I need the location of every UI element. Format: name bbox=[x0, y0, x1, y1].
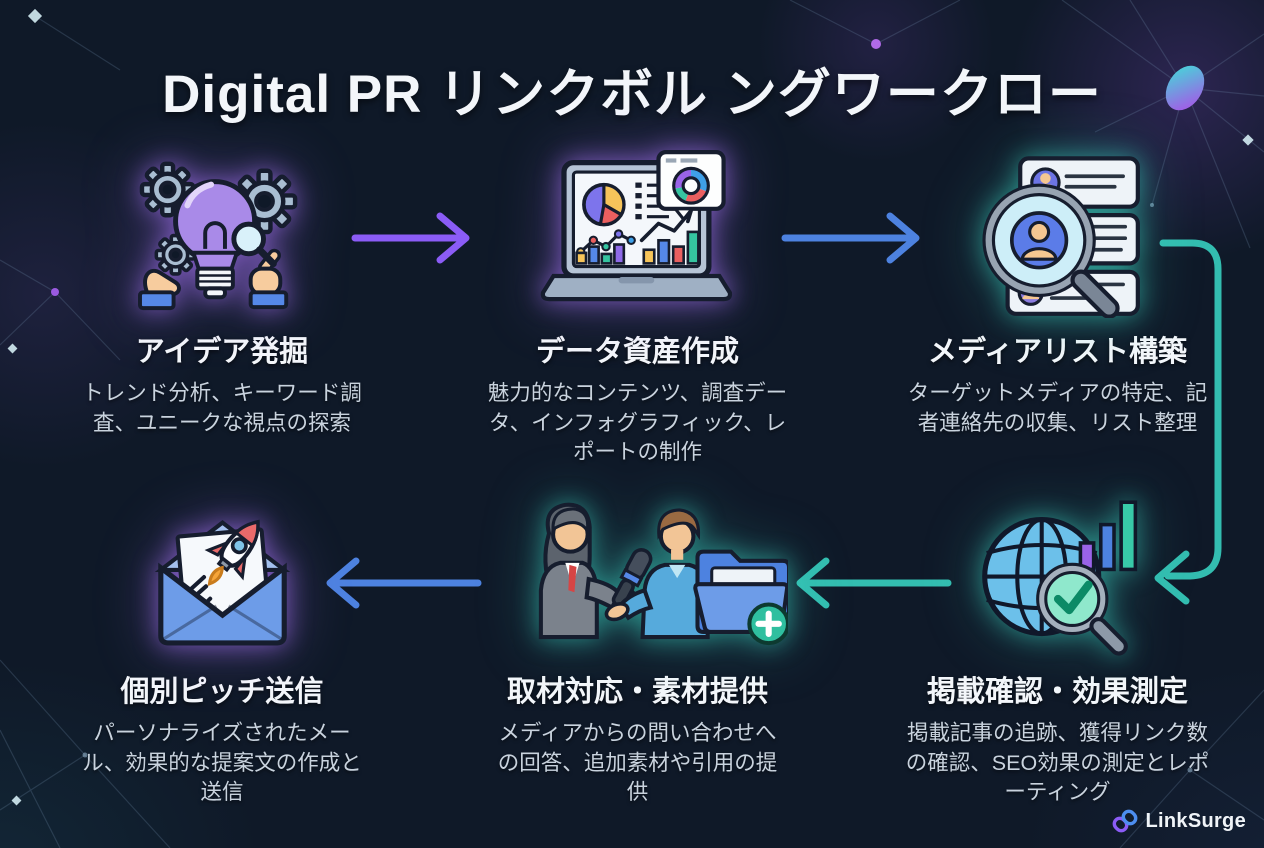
step-interview-support: 取材対応・素材提供 メディアからの問い合わせへの回答、追加素材や引用の提供 bbox=[450, 488, 825, 808]
data-asset-icon bbox=[540, 150, 732, 302]
interview-support-icon bbox=[538, 502, 788, 646]
step-title: 個別ピッチ送信 bbox=[120, 676, 324, 708]
step-description: 掲載記事の追跡、獲得リンク数の確認、SEO効果の測定とレポーティング bbox=[905, 721, 1210, 805]
rocket-icon bbox=[204, 519, 260, 587]
chain-link-icon bbox=[1112, 809, 1137, 833]
interviewee-figure bbox=[604, 508, 710, 640]
page-title: Digital PR リンクボル ングワークロー bbox=[162, 65, 1102, 124]
step-description: トレンド分析、キーワード調査、ユニークな視点の探索 bbox=[82, 381, 362, 435]
step-description: メディアからの問い合わせへの回答、追加素材や引用の提供 bbox=[497, 721, 778, 805]
glow-blob-icon bbox=[1165, 65, 1205, 111]
pitch-send-icon bbox=[154, 519, 291, 646]
magnifier-icon bbox=[982, 183, 1120, 318]
step-description: 魅力的なコンテンツ、調査データ、インフォグラフィック、レポートの制作 bbox=[487, 381, 788, 465]
brand-logo: LinkSurge bbox=[1112, 808, 1247, 834]
step-title: メディアリスト構築 bbox=[928, 336, 1187, 368]
media-list-icon bbox=[982, 156, 1140, 318]
folder-plus-icon bbox=[692, 549, 788, 646]
check-magnifier-icon bbox=[1036, 562, 1128, 656]
step-idea-discovery: アイデア発掘 トレンド分析、キーワード調査、ユニークな視点の探索 bbox=[57, 148, 387, 438]
step-title: データ資産作成 bbox=[535, 336, 739, 368]
donut-chart-popup bbox=[655, 150, 726, 222]
coverage-measurement-icon bbox=[982, 500, 1138, 656]
step-title: 取材対応・素材提供 bbox=[506, 676, 768, 708]
idea-discovery-icon bbox=[138, 161, 298, 311]
step-data-asset: データ資産作成 魅力的なコンテンツ、調査データ、インフォグラフィック、レポートの… bbox=[450, 148, 825, 468]
sparkle-diamond-icon bbox=[7, 8, 1254, 806]
growth-bars-icon bbox=[1078, 500, 1138, 572]
step-title: 掲載確認・効果測定 bbox=[926, 676, 1188, 708]
step-pitch-send: 個別ピッチ送信 パーソナライズされたメール、効果的な提案文の作成と送信 bbox=[57, 488, 387, 808]
step-media-list: メディアリスト構築 ターゲットメディアの特定、記者連絡先の収集、リスト整理 bbox=[880, 148, 1235, 438]
step-description: ターゲットメディアの特定、記者連絡先の収集、リスト整理 bbox=[907, 381, 1208, 435]
step-title: アイデア発掘 bbox=[135, 336, 309, 368]
hand-icon bbox=[138, 268, 181, 311]
glow-node-icon bbox=[871, 39, 881, 49]
brand-name: LinkSurge bbox=[1145, 809, 1246, 832]
step-description: パーソナライズされたメール、効果的な提案文の作成と送信 bbox=[82, 721, 362, 805]
step-coverage-measurement: 掲載確認・効果測定 掲載記事の追跡、獲得リンク数の確認、SEO効果の測定とレポー… bbox=[880, 488, 1235, 808]
